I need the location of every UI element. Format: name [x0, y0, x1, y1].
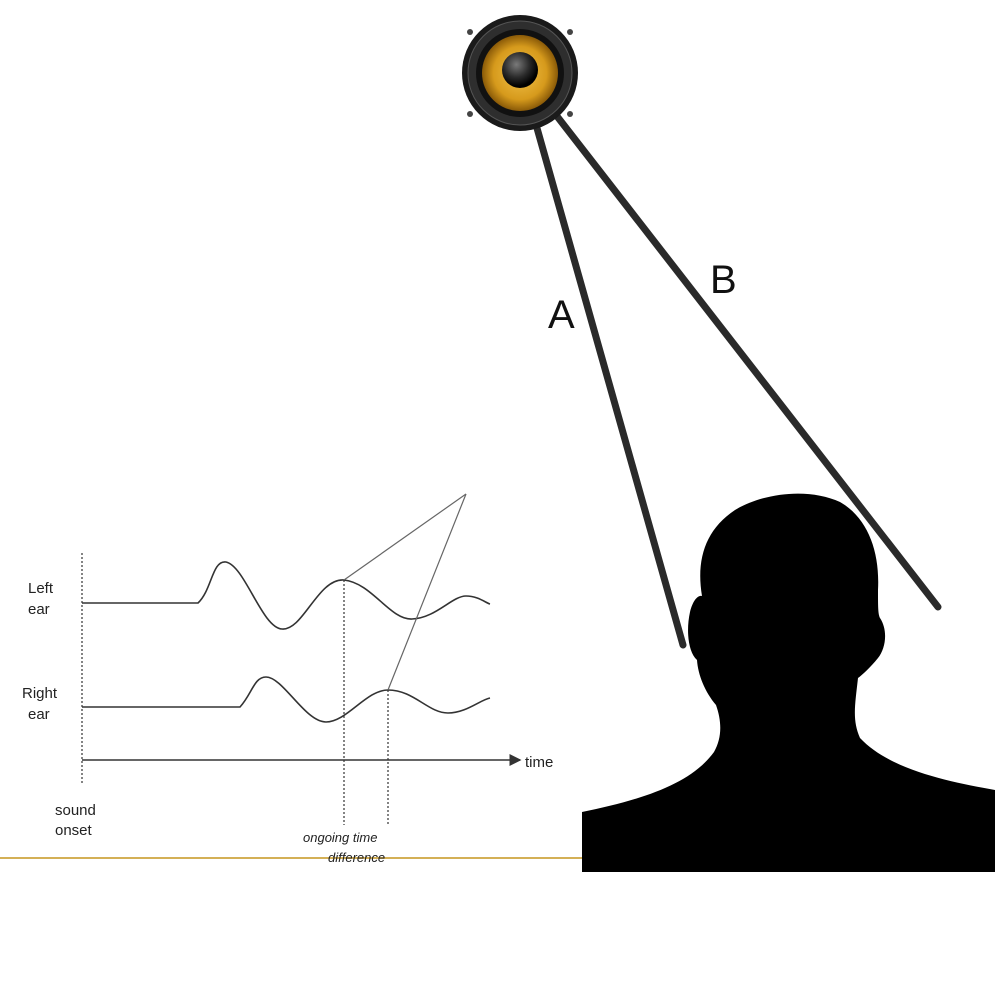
projection-line-right [387, 493, 467, 691]
path-a-label: A [548, 293, 575, 337]
ongoing-label-line1: ongoing time [303, 830, 377, 845]
time-axis-label: time [525, 754, 553, 771]
left-ear-label-line2: ear [28, 601, 50, 618]
sound-onset-label-line2: onset [55, 822, 93, 839]
projection-line-left [343, 493, 467, 581]
path-b-line [521, 71, 942, 611]
right-ear-waveform [82, 676, 491, 723]
head-silhouette-icon [582, 493, 995, 872]
right-ear-label-line2: ear [28, 706, 50, 723]
ongoing-label-line2: difference [328, 850, 385, 865]
sound-onset-label-line1: sound [55, 802, 96, 819]
left-ear-waveform [82, 561, 491, 630]
right-ear-label-line1: Right [22, 685, 58, 702]
path-a-line [518, 71, 687, 649]
left-ear-label-line1: Left [28, 580, 54, 597]
path-b-label: B [710, 258, 737, 302]
speaker-icon [462, 15, 578, 131]
